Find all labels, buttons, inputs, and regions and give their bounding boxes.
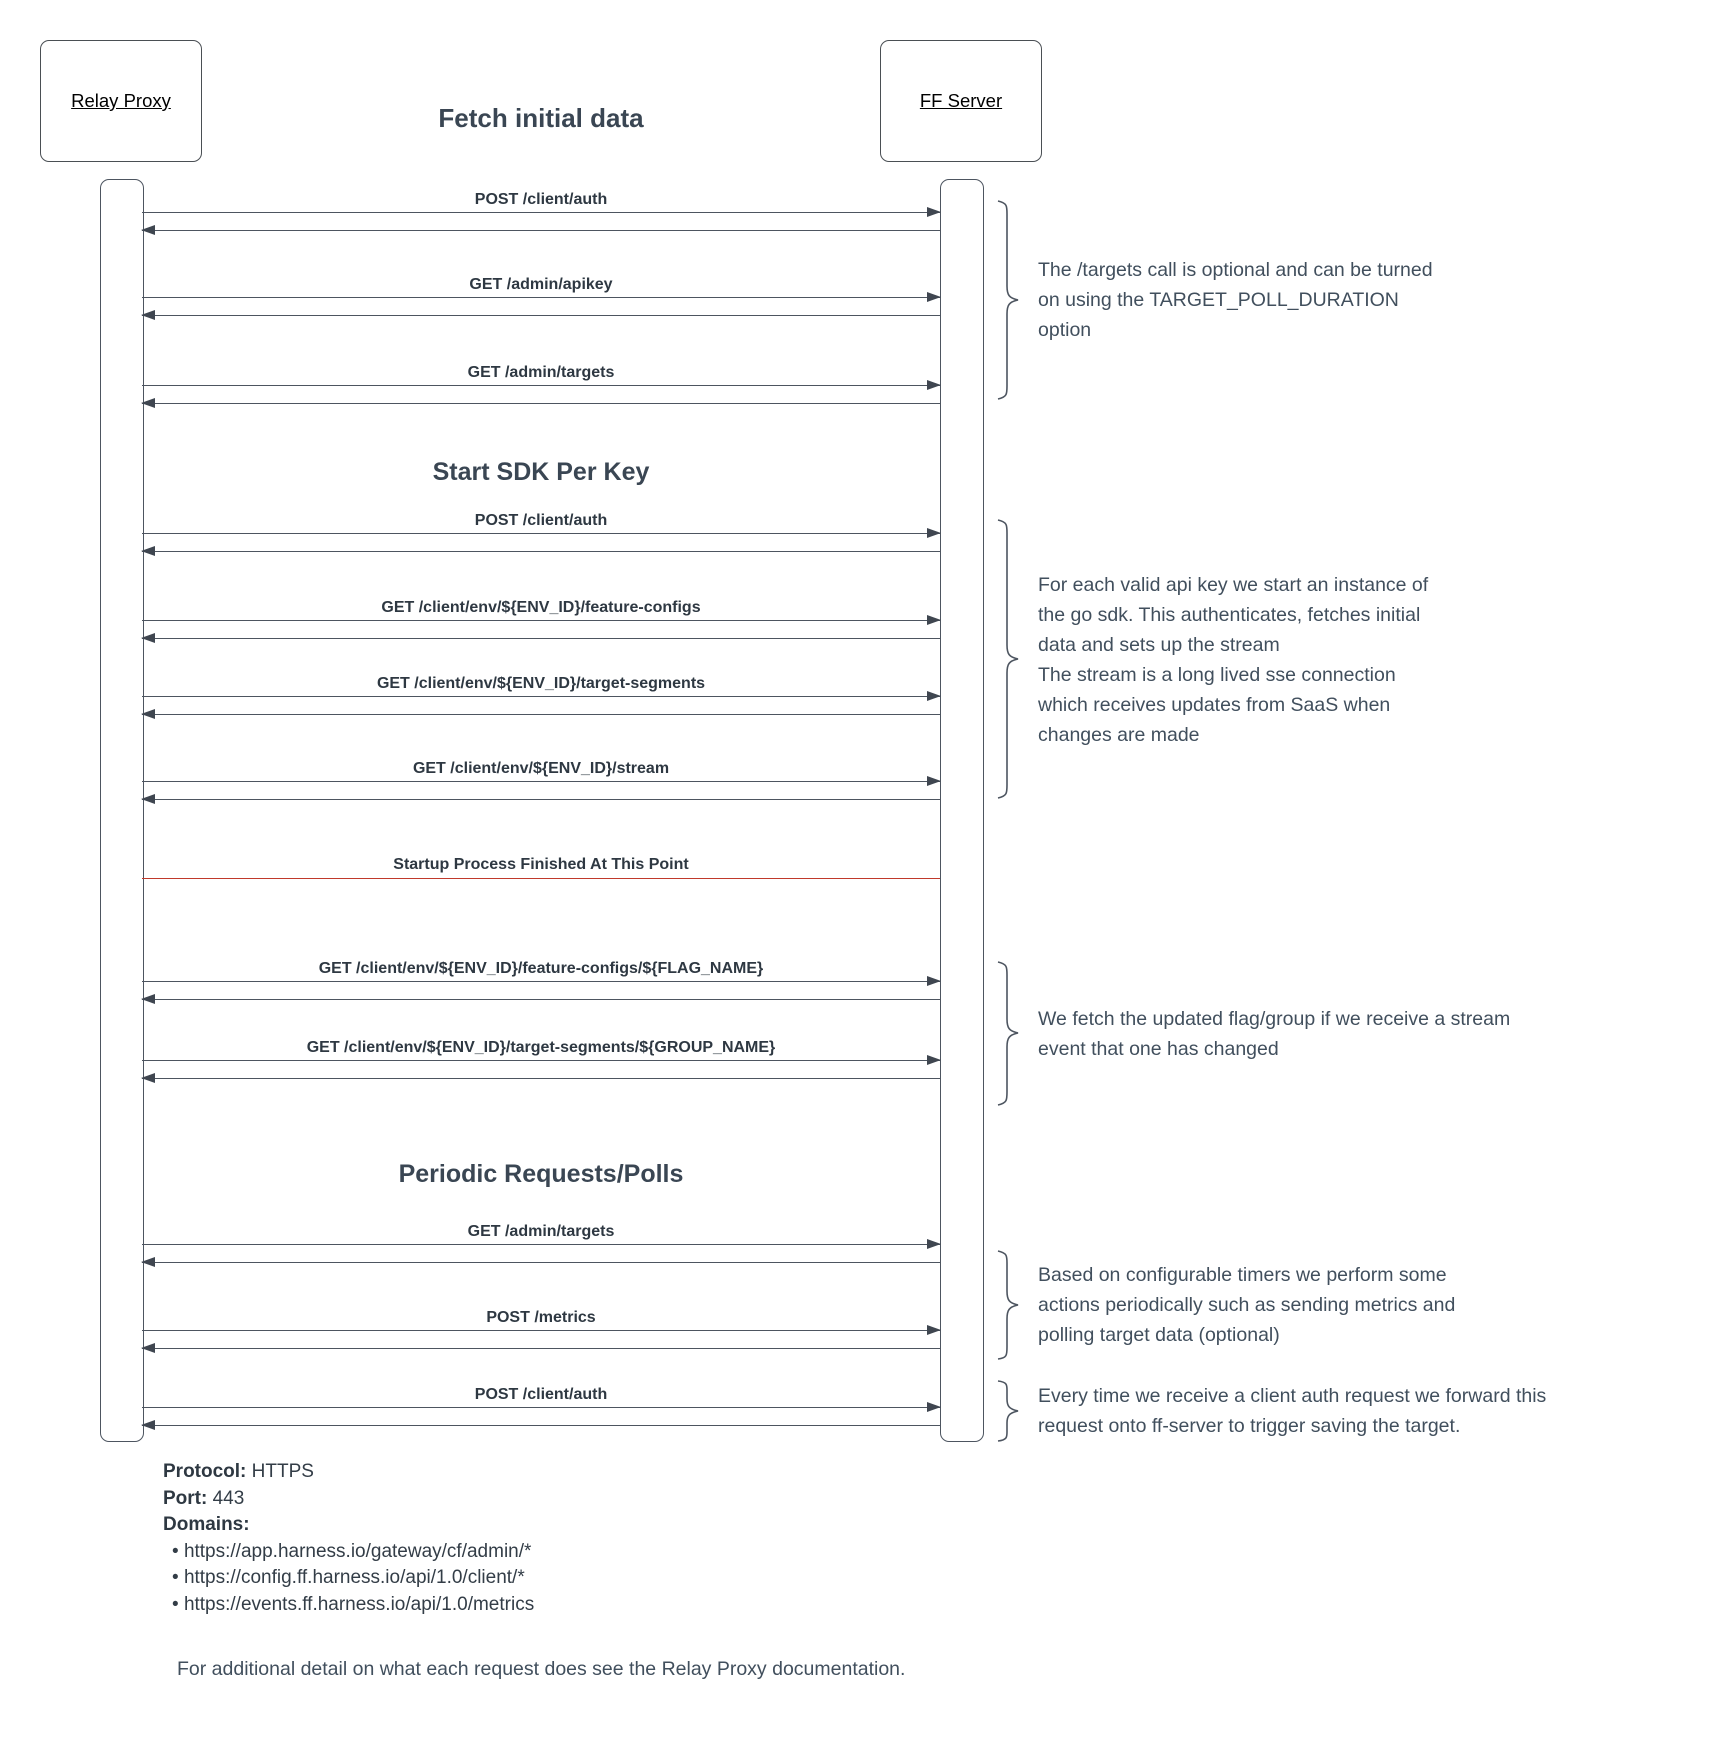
domains-row: Domains:: [163, 1512, 534, 1539]
response-arrow: [141, 310, 940, 320]
connection-info: Protocol: HTTPS Port: 443 Domains: https…: [163, 1459, 534, 1618]
message-post-client-auth-3: POST /client/auth: [141, 1386, 941, 1430]
message-label: POST /metrics: [486, 1309, 596, 1326]
documentation-note: For additional detail on what each reque…: [177, 1658, 906, 1680]
response-arrow: [141, 794, 940, 804]
domain-item: https://events.ff.harness.io/api/1.0/met…: [163, 1592, 534, 1619]
annotation-client-auth-forward: Every time we receive a client auth requ…: [1038, 1385, 1547, 1437]
message-label: GET /client/env/${ENV_ID}/target-segment…: [376, 675, 706, 692]
message-get-feature-configs: GET /client/env/${ENV_ID}/feature-config…: [141, 599, 941, 643]
request-arrow: [142, 207, 941, 217]
response-arrow: [141, 994, 940, 1004]
annotation-brace-1: [997, 200, 1019, 400]
section-title-fetch-initial-data: Fetch initial data: [438, 103, 644, 133]
domain-item: https://config.ff.harness.io/api/1.0/cli…: [163, 1565, 534, 1592]
annotation-brace-4: [997, 1250, 1019, 1360]
annotation-sdk-per-key: For each valid api key we start an insta…: [1038, 574, 1429, 746]
response-arrow: [141, 225, 940, 235]
port-value: 443: [212, 1487, 245, 1509]
response-arrow: [141, 398, 940, 408]
actor-label-relay-proxy: Relay Proxy: [71, 90, 171, 111]
annotation-fetch-updated-flag: We fetch the updated flag/group if we re…: [1038, 1008, 1511, 1060]
message-label: POST /client/auth: [474, 191, 608, 208]
annotation-brace-3: [997, 961, 1019, 1106]
milestone-label: Startup Process Finished At This Point: [393, 856, 689, 873]
response-arrow: [141, 709, 940, 719]
protocol-value: HTTPS: [251, 1461, 314, 1482]
actor-box-relay-proxy: Relay Proxy: [40, 40, 202, 162]
message-label: GET /client/env/${ENV_ID}/stream: [412, 760, 670, 777]
annotation-brace-2: [997, 519, 1019, 799]
domains-list: https://app.harness.io/gateway/cf/admin/…: [163, 1539, 534, 1619]
message-label: GET /admin/targets: [467, 364, 615, 381]
lifeline-bar-relay-proxy: [100, 179, 144, 1442]
request-arrow: [142, 1325, 941, 1335]
actor-label-ff-server: FF Server: [919, 90, 1003, 111]
message-label: GET /client/env/${ENV_ID}/feature-config…: [381, 599, 701, 616]
request-arrow: [142, 615, 941, 625]
message-post-metrics: POST /metrics: [141, 1309, 941, 1353]
domains-label: Domains:: [163, 1514, 250, 1535]
message-get-stream: GET /client/env/${ENV_ID}/stream: [141, 760, 941, 804]
response-arrow: [141, 1257, 940, 1267]
message-get-target-segments: GET /client/env/${ENV_ID}/target-segment…: [141, 675, 941, 719]
milestone-startup-finished: Startup Process Finished At This Point: [142, 856, 940, 879]
response-arrow: [141, 633, 940, 643]
message-post-client-auth-2: POST /client/auth: [141, 512, 941, 556]
port-label: Port:: [163, 1487, 208, 1509]
section-title-periodic-requests-polls: Periodic Requests/Polls: [398, 1160, 684, 1188]
message-get-target-segments-group-name: GET /client/env/${ENV_ID}/target-segment…: [141, 1039, 941, 1083]
message-get-admin-targets-2: GET /admin/targets: [141, 1223, 941, 1267]
response-arrow: [141, 1420, 940, 1430]
annotation-configurable-timers: Based on configurable timers we perform …: [1038, 1264, 1456, 1346]
actor-box-ff-server: FF Server: [880, 40, 1042, 162]
message-get-admin-targets-1: GET /admin/targets: [141, 364, 941, 408]
message-label: POST /client/auth: [474, 1386, 608, 1403]
request-arrow: [142, 528, 941, 538]
request-arrow: [142, 691, 941, 701]
message-get-admin-apikey: GET /admin/apikey: [141, 276, 941, 320]
request-arrow: [142, 776, 941, 786]
domain-item: https://app.harness.io/gateway/cf/admin/…: [163, 1539, 534, 1566]
message-label: GET /admin/apikey: [469, 276, 613, 293]
response-arrow: [141, 1073, 940, 1083]
request-arrow: [142, 380, 941, 390]
message-get-feature-configs-flag-name: GET /client/env/${ENV_ID}/feature-config…: [141, 960, 941, 1004]
protocol-row: Protocol: HTTPS: [163, 1459, 534, 1486]
request-arrow: [142, 1055, 941, 1065]
annotation-brace-5: [997, 1380, 1019, 1442]
request-arrow: [142, 976, 941, 986]
lifeline-bar-ff-server: [940, 179, 984, 1442]
milestone-red-line: [142, 878, 940, 879]
message-label: GET /admin/targets: [467, 1223, 615, 1240]
request-arrow: [142, 1239, 941, 1249]
message-label: POST /client/auth: [474, 512, 608, 529]
request-arrow: [142, 292, 941, 302]
annotation-targets-optional: The /targets call is optional and can be…: [1038, 259, 1433, 341]
request-arrow: [142, 1402, 941, 1412]
section-title-start-sdk-per-key: Start SDK Per Key: [432, 458, 650, 486]
port-row: Port: 443: [163, 1486, 534, 1513]
protocol-label: Protocol:: [163, 1461, 247, 1482]
message-post-client-auth-1: POST /client/auth: [141, 191, 941, 235]
message-label: GET /client/env/${ENV_ID}/target-segment…: [306, 1039, 776, 1056]
response-arrow: [141, 1343, 940, 1353]
message-label: GET /client/env/${ENV_ID}/feature-config…: [318, 960, 764, 977]
response-arrow: [141, 546, 940, 556]
